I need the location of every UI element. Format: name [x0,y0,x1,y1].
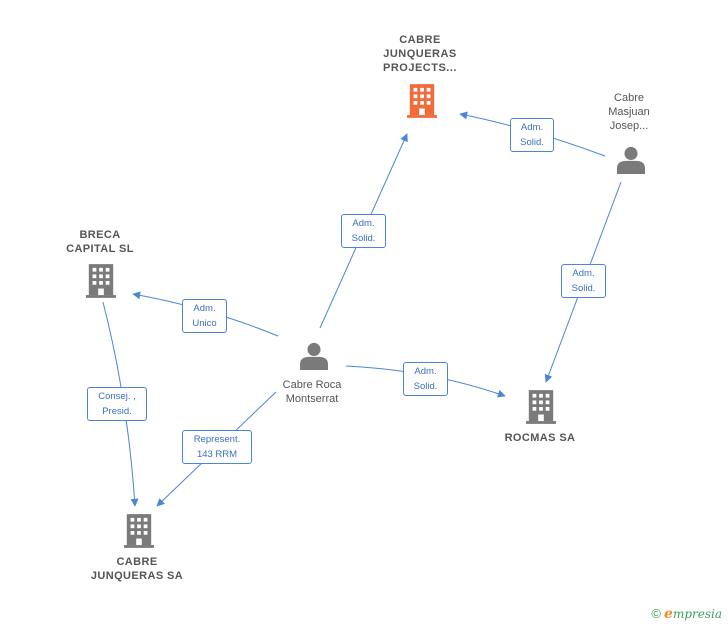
node-label-cabre-junqueras-projects[interactable]: CABRE JUNQUERAS PROJECTS... [383,34,457,74]
node-label-rocmas[interactable]: ROCMAS SA [504,432,576,444]
edge-label-masjuan-to-rocmas: Adm. Solid. [561,264,606,298]
person-icon[interactable] [617,146,645,174]
person-icon[interactable] [300,342,328,370]
edge-label-roca-to-breca: Adm. Unico [182,299,227,333]
edge-label-roca-to-rocmas: Adm. Solid. [403,362,448,396]
copyright-icon: © [651,606,662,621]
edge-label-breca-to-junqueras: Consej. , Presid. [87,387,147,421]
node-label-cabre-masjuan[interactable]: Cabre Masjuan Josep... [608,92,650,132]
building-icon[interactable] [407,84,437,118]
edge-label-roca-to-junqueras: Represent. 143 RRM [182,430,252,464]
building-icon[interactable] [526,390,556,424]
edge-label-roca-to-projects: Adm. Solid. [341,214,386,248]
node-label-cabre-junqueras-sa[interactable]: CABRE JUNQUERAS SA [90,556,184,582]
building-icon[interactable] [124,514,154,548]
node-label-breca-capital[interactable]: BRECA CAPITAL SL [66,229,134,255]
node-label-cabre-roca[interactable]: Cabre Roca Montserrat [282,379,342,405]
empresia-logo[interactable]: ©empresia [651,606,722,622]
edge-label-masjuan-to-projects: Adm. Solid. [510,118,554,152]
building-icon[interactable] [86,264,116,298]
brand-e: e [664,606,673,622]
brand-name: mpresia [672,607,722,621]
